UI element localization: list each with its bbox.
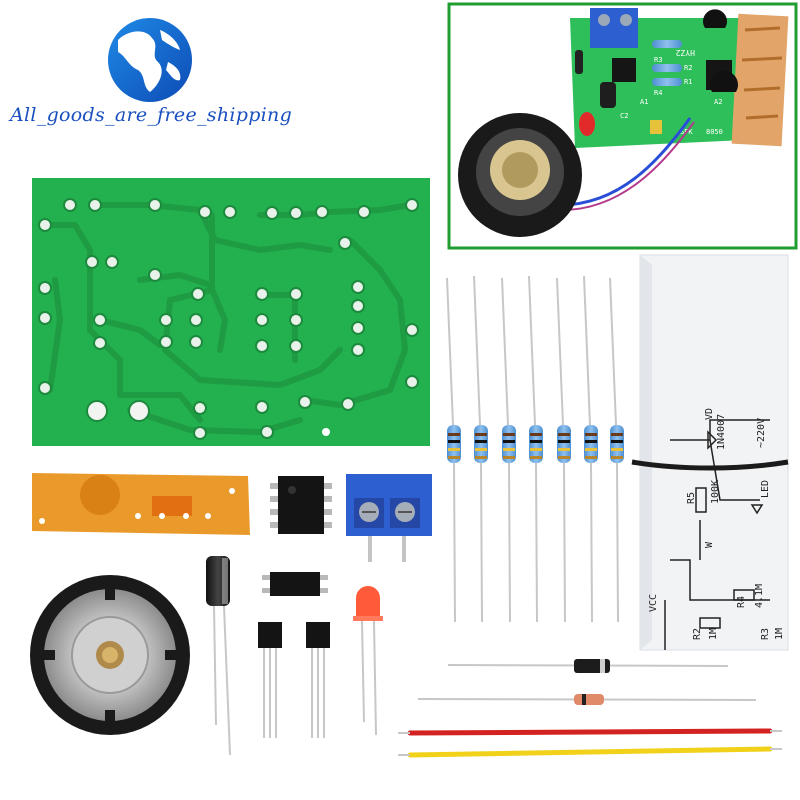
schematic-w-label: W	[704, 541, 715, 548]
red-led	[353, 586, 383, 736]
pcb-pad	[351, 280, 365, 294]
schematic-r4-value: 4.1M	[754, 584, 765, 608]
small-signal-diode	[417, 694, 757, 705]
pcb-pad	[289, 339, 303, 353]
schematic-r2-value: 1M	[708, 628, 719, 640]
pcb-pad	[38, 281, 52, 295]
pcb-pad	[85, 255, 99, 269]
resistor	[556, 277, 571, 623]
schematic-r5-value: 100K	[710, 480, 721, 504]
silk-a1: A1	[640, 98, 648, 106]
pcb-mounting-holes	[38, 198, 419, 440]
blue-screw-terminal	[346, 474, 432, 562]
pcb-pad	[351, 321, 365, 335]
npn-transistor	[258, 622, 282, 738]
diode-1n4007	[447, 659, 729, 673]
speaker	[30, 575, 190, 735]
resistor	[446, 277, 461, 623]
pcb-pad	[357, 205, 371, 219]
schematic-paper: VD 1N4007 ~220V R5 100K LED W VCC R4 4.1…	[631, 254, 789, 651]
schematic-r2-label: R2	[692, 628, 703, 640]
pcb-pad	[289, 287, 303, 301]
pcb-pad	[315, 205, 329, 219]
pcb-pad	[105, 255, 119, 269]
pcb-pad	[38, 218, 52, 232]
silk-r3: R3	[654, 56, 662, 64]
schematic-vd-value: 1N4007	[716, 414, 727, 450]
resistor	[501, 277, 516, 623]
pcb-pad	[351, 343, 365, 357]
resistor	[528, 275, 543, 623]
pcb-pad	[63, 198, 77, 212]
pcb-pad	[255, 339, 269, 353]
assembled-kit-inset: HYZ2 R2 R1 R3 R4 A1 A2 C2 SPK 8050	[447, 2, 798, 250]
store-brand-text: All_goods_are_free_shipping	[10, 104, 293, 126]
npn-transistor	[306, 622, 330, 738]
schematic-r3-value: 1M	[774, 628, 785, 640]
resistor-set	[446, 275, 624, 623]
electrolytic-capacitor	[206, 556, 231, 756]
pcb-pad	[351, 299, 365, 313]
pcb-pad	[405, 375, 419, 389]
pcb-pad	[148, 198, 162, 212]
pcb-large-pad	[128, 400, 150, 422]
pcb-pad	[38, 381, 52, 395]
pcb-pad	[191, 287, 205, 301]
pcb-pad	[193, 426, 207, 440]
pcb-pad	[159, 313, 173, 327]
pcb-pad	[341, 397, 355, 411]
silk-r4: R4	[654, 89, 662, 97]
schematic-r4-label: R4	[736, 596, 747, 608]
pcb-pad	[189, 335, 203, 349]
pcb-pad	[223, 205, 237, 219]
red-wire	[398, 728, 782, 736]
small-ic-chip	[262, 572, 328, 596]
silk-board-name: HYZ2	[676, 48, 695, 57]
pcb-pad	[159, 335, 173, 349]
dip8-ic	[270, 476, 332, 534]
pcb-pad	[405, 198, 419, 212]
pcb-pad	[38, 311, 52, 325]
pcb-pad	[260, 425, 274, 439]
pcb-pad	[198, 205, 212, 219]
silk-ic: 8050	[706, 128, 723, 136]
pcb-pad	[189, 313, 203, 327]
pcb-pad	[289, 206, 303, 220]
resistor	[473, 275, 488, 623]
pcb-pad	[338, 236, 352, 250]
silk-r2: R2	[684, 64, 692, 72]
pcb-pad	[93, 336, 107, 350]
pcb-pad	[298, 395, 312, 409]
pcb-pad	[265, 206, 279, 220]
pcb-pad	[289, 313, 303, 327]
schematic-led-label: LED	[760, 480, 771, 498]
pcb-pad	[405, 323, 419, 337]
pcb-pad	[88, 198, 102, 212]
globe-logo-icon	[108, 18, 192, 102]
schematic-vd-label: VD	[704, 408, 715, 420]
pcb-marker-dot	[322, 428, 330, 436]
yellow-wire	[398, 746, 782, 758]
schematic-r5-label: R5	[686, 492, 697, 504]
pcb-pad	[255, 313, 269, 327]
orange-flex-probe-board	[32, 473, 250, 535]
schematic-vcc-label: VCC	[648, 594, 659, 612]
pcb-pad	[255, 287, 269, 301]
pcb-pad	[255, 400, 269, 414]
schematic-r3-label: R3	[760, 628, 771, 640]
schematic-ac-label: ~220V	[756, 418, 767, 448]
pcb-large-pad	[86, 400, 108, 422]
pcb-pad	[93, 313, 107, 327]
pcb-pad	[193, 401, 207, 415]
pcb-pad	[148, 268, 162, 282]
silk-a2: A2	[714, 98, 722, 106]
silk-c2: C2	[620, 112, 628, 120]
resistor	[583, 275, 598, 623]
silk-r1: R1	[684, 78, 692, 86]
resistor	[609, 277, 624, 623]
